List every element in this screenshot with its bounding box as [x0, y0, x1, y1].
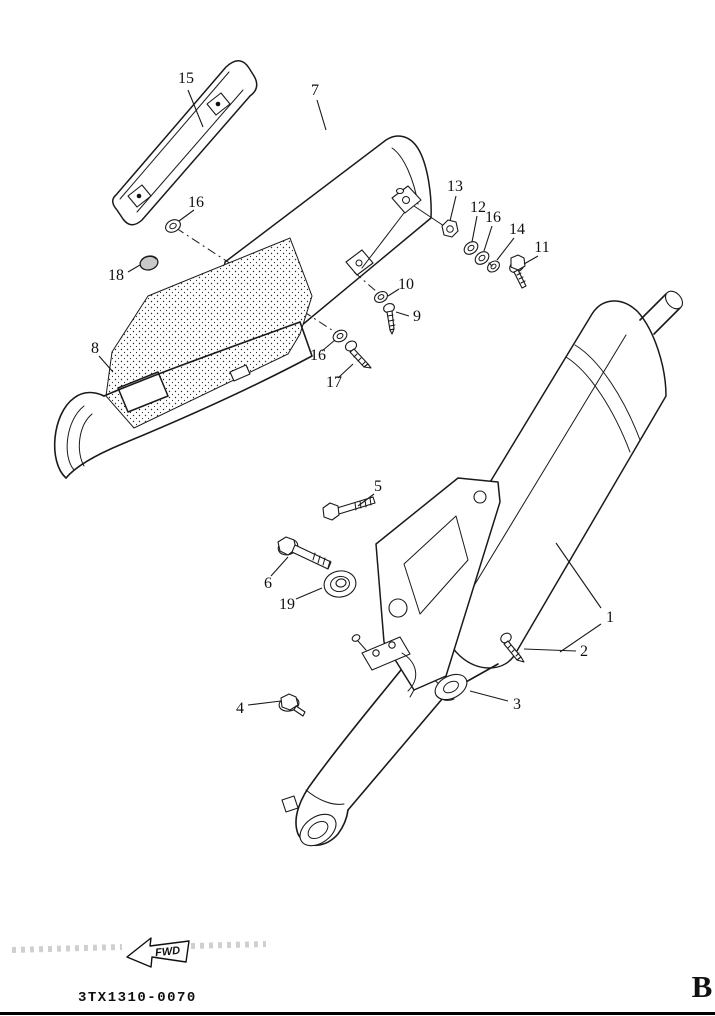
fwd-marker: FWD: [126, 937, 190, 968]
callout-11: 11: [534, 239, 549, 256]
callout-9: 9: [413, 308, 421, 325]
screw-2: [500, 632, 525, 663]
pipe-clamp-part: [351, 634, 417, 692]
spring-washer-14: [487, 260, 500, 273]
damper-19: [323, 570, 357, 598]
fwd-arrow-icon: [126, 937, 190, 968]
callout-7: 7: [311, 82, 319, 99]
bolt-11: [509, 254, 527, 289]
callout-16-stack: 16: [485, 209, 501, 226]
callout-18: 18: [108, 267, 124, 284]
bolt-6: [277, 536, 332, 570]
callout-14: 14: [509, 221, 525, 238]
washer-16-stack: [474, 251, 490, 265]
callout-8: 8: [91, 340, 99, 357]
scan-noise: [11, 941, 267, 953]
screw-9: [383, 302, 396, 335]
callout-16-mid: 16: [310, 347, 326, 364]
sheet-letter: B: [692, 969, 713, 1004]
fwd-label: FWD: [155, 945, 181, 960]
inner-guard-part: [53, 237, 313, 479]
washer-12: [463, 241, 479, 255]
callout-2: 2: [580, 643, 588, 660]
callout-15: 15: [178, 70, 194, 87]
bolt-4: [278, 693, 306, 717]
part-code: 3TX1310-0070: [78, 990, 197, 1006]
callout-4: 4: [236, 700, 244, 717]
callout-1: 1: [606, 609, 614, 626]
callout-19: 19: [279, 596, 295, 613]
callout-5: 5: [374, 478, 382, 495]
screw-17: [344, 340, 372, 369]
heat-shield-part: [112, 60, 258, 226]
callout-17: 17: [326, 374, 342, 391]
callout-6: 6: [264, 575, 272, 592]
callout-12: 12: [470, 199, 486, 216]
callout-3: 3: [513, 696, 521, 713]
gasket-part: [434, 673, 468, 701]
washer-10: [374, 291, 388, 303]
callout-16-shield: 16: [188, 194, 204, 211]
nut-13: [441, 219, 459, 238]
plug-18: [139, 255, 159, 271]
callout-13: 13: [447, 178, 463, 195]
washer-16-mid: [332, 329, 348, 343]
leader-lines: [98, 89, 602, 706]
washer-16-shield: [165, 219, 181, 233]
callout-10: 10: [398, 276, 414, 293]
callouts: 15 7 13 12 16 14 11 16 18 10 9 8 16 17 5…: [91, 70, 614, 717]
bolt-5: [322, 496, 376, 521]
